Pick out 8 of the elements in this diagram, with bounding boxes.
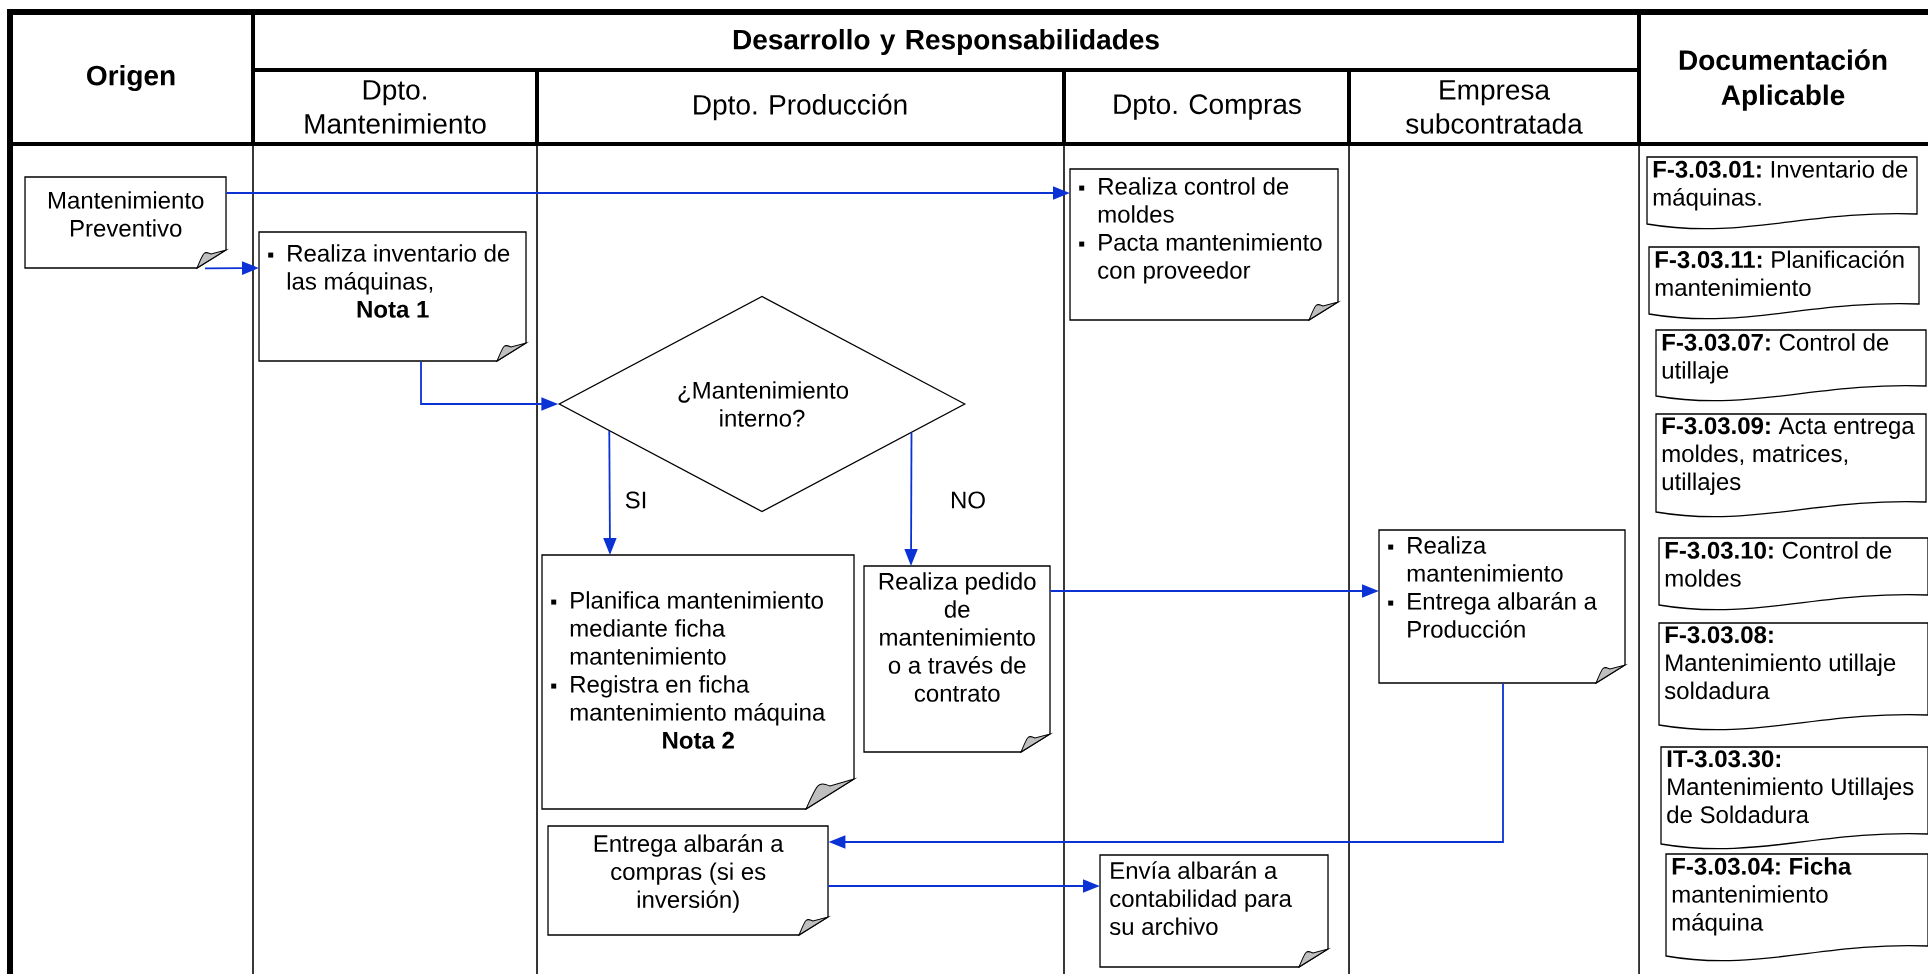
column-header: Empresa subcontratada	[1406, 80, 1583, 134]
edge-label: SI	[622, 489, 650, 511]
column-header: Dpto. Compras	[1114, 94, 1301, 120]
column-header: Dpto. Mantenimiento	[305, 80, 486, 134]
column-header: Origen	[87, 64, 175, 92]
column-header: Dpto. Producción	[694, 93, 907, 121]
column-header: Desarrollo y Responsabilidades	[733, 28, 1159, 56]
column-header: Documentación Aplicable	[1679, 49, 1887, 111]
